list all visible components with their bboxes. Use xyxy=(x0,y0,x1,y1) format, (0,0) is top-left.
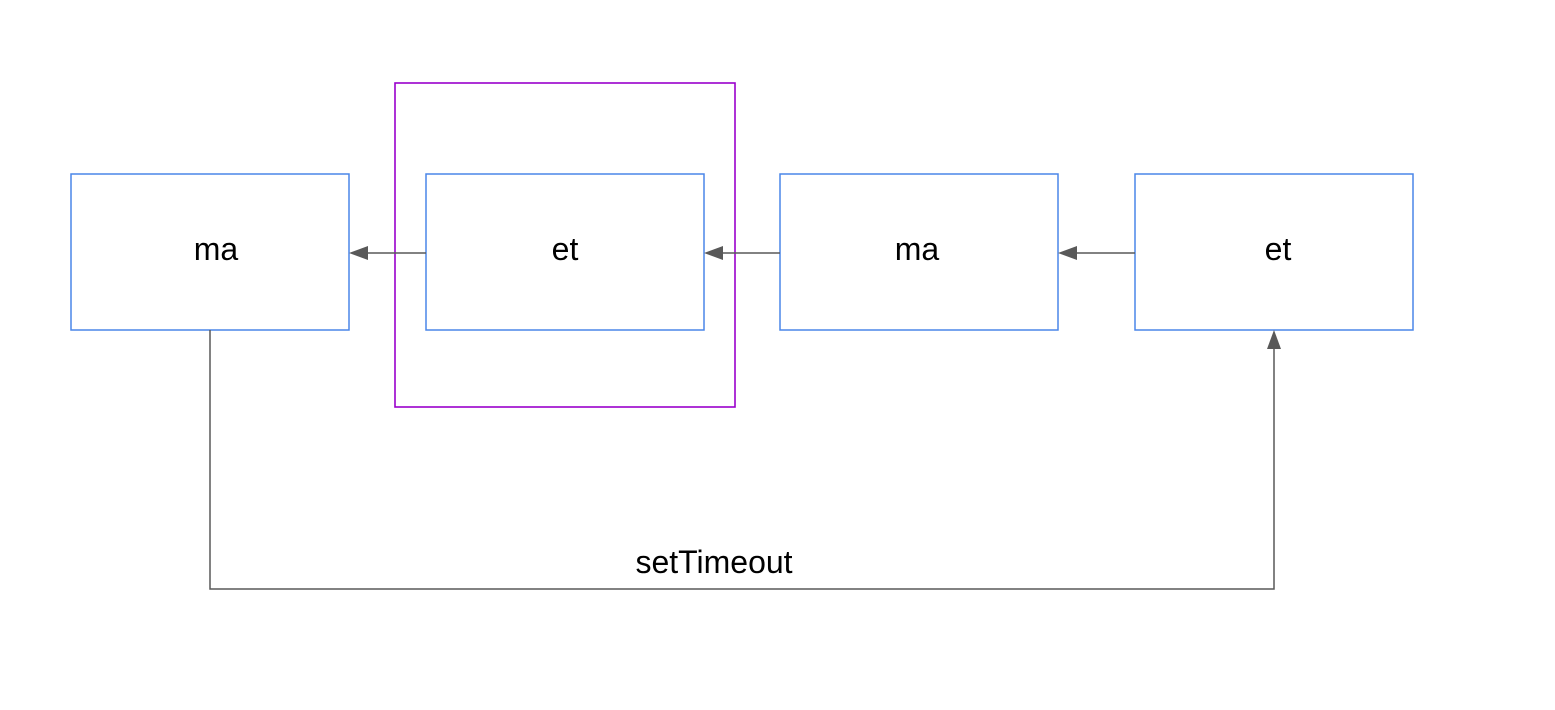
highlight-frame xyxy=(394,82,736,408)
edge-settimeout-loop: setTimeout xyxy=(209,330,1281,590)
node-box xyxy=(1134,173,1414,331)
node-box xyxy=(425,173,705,331)
arrowhead xyxy=(704,246,723,260)
node-box xyxy=(779,173,1059,331)
node-et-2[interactable]: et xyxy=(1134,173,1414,331)
arrowhead xyxy=(1058,246,1077,260)
edge-label-settimeout: setTimeout xyxy=(635,544,792,580)
node-label: et xyxy=(1265,231,1292,267)
node-label: et xyxy=(552,231,579,267)
edge-et1-to-ma1 xyxy=(349,246,426,260)
node-ma-1[interactable]: ma xyxy=(70,173,350,331)
node-label: ma xyxy=(895,231,940,267)
node-et-1[interactable]: et xyxy=(425,173,705,331)
node-label: ma xyxy=(194,231,239,267)
node-ma-2[interactable]: ma xyxy=(779,173,1059,331)
node-box xyxy=(70,173,350,331)
connector-line xyxy=(209,330,1275,590)
edge-et2-to-ma2 xyxy=(1058,246,1135,260)
arrowhead xyxy=(349,246,368,260)
edge-ma2-to-et1 xyxy=(704,246,780,260)
arrowhead xyxy=(1267,330,1281,349)
